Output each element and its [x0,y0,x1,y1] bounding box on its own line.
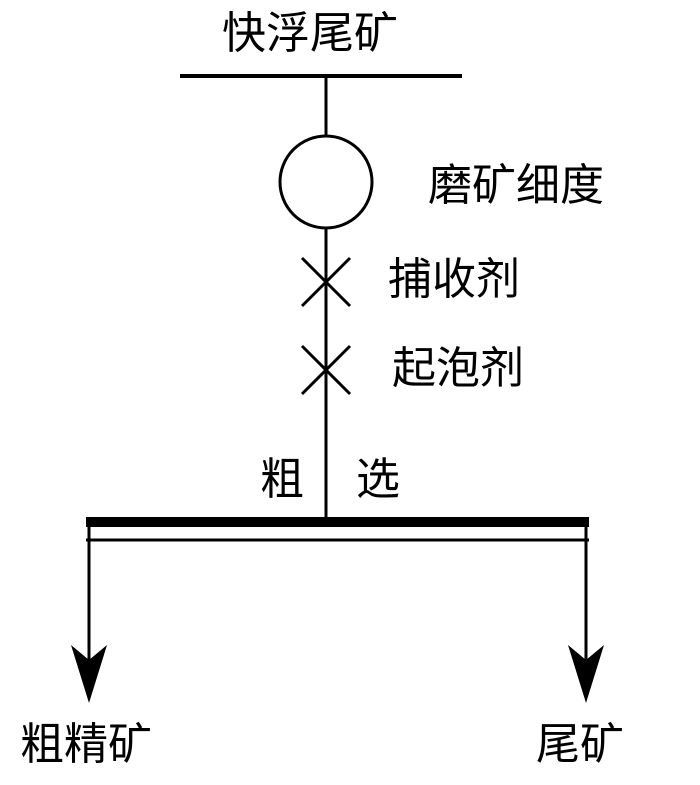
rougher-bar-thick [86,517,589,527]
frother-addition-mark [300,344,352,396]
tailings-arrow-icon [568,645,604,703]
grinding-circle [278,134,374,230]
grinding-label: 磨矿细度 [428,160,604,211]
collector-label: 捕收剂 [388,254,520,305]
feed-label: 快浮尾矿 [222,8,398,59]
tailings-label: 尾矿 [536,719,624,770]
frother-label: 起泡剂 [392,343,524,394]
rougher-label-right: 选 [356,454,400,505]
concentrate-label: 粗精矿 [20,719,152,770]
rougher-label-left: 粗 [260,454,304,505]
collector-addition-mark [300,256,352,308]
concentrate-arrow-icon [71,645,107,703]
